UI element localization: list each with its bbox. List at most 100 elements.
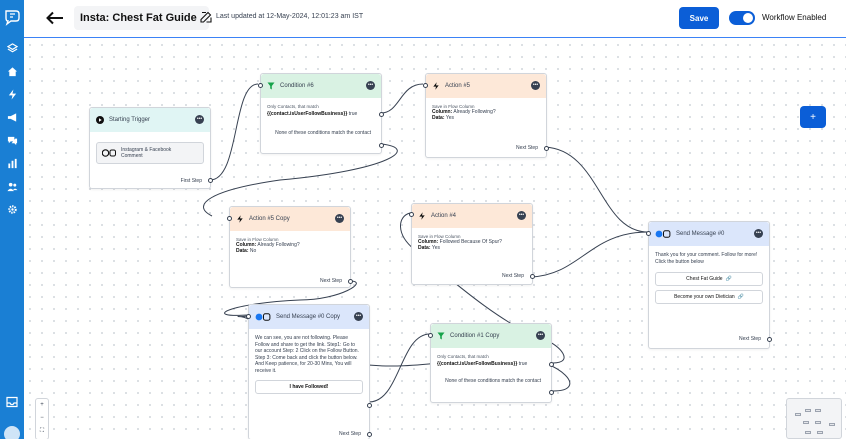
node-title: Action #4 bbox=[431, 213, 457, 219]
data-value: Yes bbox=[445, 115, 454, 121]
minimap-node bbox=[817, 431, 823, 434]
node-condition-1-copy[interactable]: Condition #1 Copy ••• Only Contacts, tha… bbox=[428, 323, 554, 403]
message-button-1[interactable]: I have Followed! bbox=[255, 380, 363, 394]
output-port[interactable] bbox=[544, 146, 549, 151]
output-port-none[interactable] bbox=[549, 390, 554, 395]
trigger-source-label: Instagram & Facebook Comment bbox=[121, 147, 172, 159]
edit-icon[interactable] bbox=[200, 11, 212, 23]
input-port[interactable] bbox=[227, 216, 232, 221]
sidebar bbox=[0, 0, 24, 439]
node-action-5[interactable]: Action #5 ••• Save in Flow Column Column… bbox=[423, 73, 549, 158]
input-port[interactable] bbox=[423, 83, 428, 88]
node-header: Action #5 ••• bbox=[426, 74, 546, 98]
node-body: Only Contacts, that match {{contact.isUs… bbox=[261, 98, 384, 148]
link-icon: 🔗 bbox=[725, 275, 732, 282]
minimap[interactable] bbox=[786, 398, 842, 439]
avatar[interactable] bbox=[4, 426, 20, 439]
play-icon bbox=[96, 116, 104, 124]
zoom-in-button[interactable]: + bbox=[40, 402, 44, 408]
output-port[interactable] bbox=[367, 432, 372, 437]
node-action-5-copy[interactable]: Action #5 Copy ••• Save in Flow Column C… bbox=[227, 206, 353, 288]
condition-none-text: None of these conditions match the conta… bbox=[275, 130, 371, 136]
spur-logo-icon[interactable] bbox=[4, 8, 20, 26]
input-port[interactable] bbox=[428, 333, 433, 338]
minimap-node bbox=[795, 413, 801, 416]
condition-expression: {{contact.isUserFollowBusiness}} bbox=[437, 361, 518, 367]
meta-icon bbox=[255, 313, 271, 321]
more-options-icon[interactable]: ••• bbox=[195, 115, 204, 124]
message-button-2[interactable]: Become your own Dietician 🔗 bbox=[655, 289, 763, 304]
button-output-port[interactable] bbox=[367, 403, 372, 408]
zoom-out-button[interactable]: − bbox=[40, 415, 44, 421]
column-value: Already Following? bbox=[257, 242, 300, 248]
sidebar-item-settings[interactable] bbox=[6, 203, 18, 215]
workflow-enabled-toggle[interactable] bbox=[729, 11, 755, 25]
sidebar-item-broadcast[interactable] bbox=[6, 111, 18, 123]
users-icon bbox=[6, 182, 18, 191]
gear-icon bbox=[7, 204, 17, 214]
output-port[interactable] bbox=[208, 178, 213, 183]
node-title: Condition #1 Copy bbox=[450, 333, 500, 339]
more-options-icon[interactable]: ••• bbox=[754, 229, 763, 238]
node-header: Action #4 ••• bbox=[412, 204, 532, 228]
data-value: No bbox=[249, 248, 257, 254]
output-port[interactable] bbox=[348, 279, 353, 284]
inbox-icon[interactable] bbox=[6, 396, 18, 408]
sidebar-item-chats[interactable] bbox=[6, 134, 18, 146]
add-node-button[interactable]: + bbox=[800, 106, 826, 128]
input-port[interactable] bbox=[258, 83, 263, 88]
fit-view-button[interactable]: ⛶ bbox=[39, 428, 45, 434]
sidebar-item-home[interactable] bbox=[6, 65, 18, 77]
sidebar-item-analytics[interactable] bbox=[6, 157, 18, 169]
bolt-icon bbox=[418, 212, 426, 220]
column-label: Column: bbox=[236, 242, 257, 248]
workflow-title[interactable]: Insta: Chest Fat Guide bbox=[74, 6, 209, 30]
more-options-icon[interactable]: ••• bbox=[366, 81, 375, 90]
node-starting-trigger[interactable]: Starting Trigger ••• Instagram & Faceboo… bbox=[89, 107, 213, 189]
message-button-label: Become your own Dietician bbox=[674, 293, 735, 300]
arrow-left-icon[interactable] bbox=[46, 11, 64, 25]
node-header: Condition #6 ••• bbox=[261, 74, 381, 98]
node-title: Condition #6 bbox=[280, 83, 314, 89]
node-body: We can see, you are not following. Pleas… bbox=[249, 329, 372, 408]
node-title: Starting Trigger bbox=[109, 117, 151, 123]
trigger-source[interactable]: Instagram & Facebook Comment bbox=[96, 142, 204, 164]
input-port[interactable] bbox=[409, 212, 414, 217]
node-header: Starting Trigger ••• bbox=[90, 108, 210, 132]
megaphone-icon bbox=[7, 112, 16, 122]
node-send-message-0-copy[interactable]: Send Message #0 Copy ••• We can see, you… bbox=[246, 304, 372, 439]
chat-icon bbox=[7, 136, 17, 145]
input-port[interactable] bbox=[246, 314, 251, 319]
more-options-icon[interactable]: ••• bbox=[531, 81, 540, 90]
bar-chart-icon bbox=[7, 158, 17, 168]
condition-intro: Only Contacts, that match bbox=[267, 104, 319, 109]
more-options-icon[interactable]: ••• bbox=[536, 331, 545, 340]
output-port-none[interactable] bbox=[379, 143, 384, 148]
zoom-controls: + − ⛶ bbox=[35, 398, 49, 439]
condition-expression: {{contact.isUserFollowBusiness}} bbox=[267, 111, 348, 117]
output-port-match[interactable] bbox=[549, 362, 554, 367]
more-options-icon[interactable]: ••• bbox=[354, 312, 363, 321]
more-options-icon[interactable]: ••• bbox=[335, 214, 344, 223]
node-header: Action #5 Copy ••• bbox=[230, 207, 350, 231]
node-body: Save in Flow Column Column: Already Foll… bbox=[230, 231, 350, 260]
node-footer-label: Next Step bbox=[320, 278, 342, 284]
input-port[interactable] bbox=[646, 231, 651, 236]
more-options-icon[interactable]: ••• bbox=[517, 211, 526, 220]
condition-none-text: None of these conditions match the conta… bbox=[445, 378, 541, 384]
output-port-match[interactable] bbox=[379, 112, 384, 117]
minimap-node bbox=[805, 431, 811, 434]
node-condition-6[interactable]: Condition #6 ••• Only Contacts, that mat… bbox=[258, 73, 384, 154]
node-header: Send Message #0 Copy ••• bbox=[249, 305, 369, 329]
node-footer-label: Next Step bbox=[339, 431, 361, 437]
output-port[interactable] bbox=[767, 337, 772, 342]
save-button[interactable]: Save bbox=[679, 7, 719, 29]
node-action-4[interactable]: Action #4 ••• Save in Flow Column Column… bbox=[409, 203, 535, 285]
node-send-message-0[interactable]: Send Message #0 ••• Thank you for your c… bbox=[646, 221, 772, 349]
output-port[interactable] bbox=[530, 274, 535, 279]
message-button-1[interactable]: Chest Fat Guide 🔗 bbox=[655, 271, 763, 286]
node-body: Save in Flow Column Column: Followed Bec… bbox=[412, 228, 532, 257]
sidebar-item-contacts[interactable] bbox=[6, 180, 18, 192]
sidebar-item-dashboard[interactable] bbox=[6, 42, 18, 54]
sidebar-item-automation[interactable] bbox=[6, 88, 18, 100]
